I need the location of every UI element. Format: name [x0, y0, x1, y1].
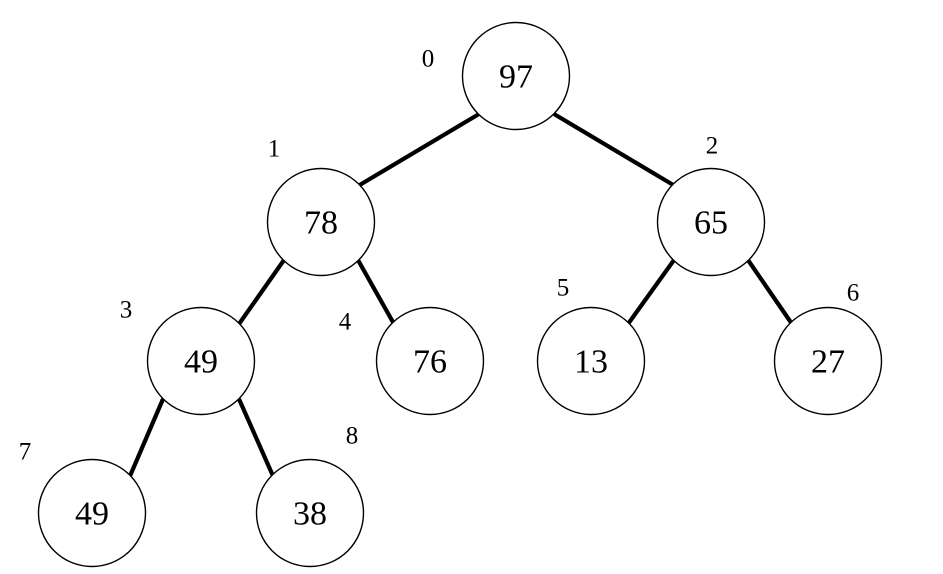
node-circle-0[interactable]	[461, 21, 571, 131]
tree-nodes-group: 97 0 78 1 65 2 49 3 76 4 13 5 27 6 49 7 38 8	[19, 21, 883, 568]
tree-edge-0-1	[356, 112, 481, 188]
node-value-8: 38	[293, 496, 327, 533]
tree-node-6[interactable]: 27 6	[773, 280, 883, 416]
tree-node-0[interactable]: 97 0	[422, 21, 571, 131]
tree-node-2[interactable]: 65 2	[656, 133, 766, 277]
node-circle-7[interactable]	[37, 458, 147, 568]
node-value-3: 49	[184, 344, 218, 381]
tree-node-3[interactable]: 49 3	[120, 297, 256, 416]
node-value-5: 13	[574, 344, 608, 381]
node-index-label-3: 3	[120, 297, 133, 324]
node-index-label-8: 8	[346, 423, 359, 450]
node-circle-3[interactable]	[146, 306, 256, 416]
node-circle-5[interactable]	[536, 306, 646, 416]
node-index-label-0: 0	[422, 46, 435, 73]
tree-edge-1-4	[356, 258, 396, 326]
node-circle-2[interactable]	[656, 167, 766, 277]
node-value-7: 49	[75, 496, 109, 533]
node-index-label-5: 5	[557, 275, 570, 302]
node-circle-8[interactable]	[255, 458, 365, 568]
node-circle-4[interactable]	[375, 306, 485, 416]
node-value-1: 78	[304, 205, 338, 242]
node-circle-1[interactable]	[266, 167, 376, 277]
tree-node-7[interactable]: 49 7	[19, 439, 147, 568]
tree-edge-2-5	[626, 258, 676, 326]
node-index-label-1: 1	[268, 136, 281, 163]
node-index-label-7: 7	[19, 439, 32, 466]
tree-edge-0-2	[552, 112, 677, 188]
tree-node-8[interactable]: 38 8	[255, 423, 365, 568]
node-value-6: 27	[811, 344, 845, 381]
node-value-2: 65	[694, 205, 728, 242]
node-index-label-2: 2	[706, 133, 719, 160]
tree-node-1[interactable]: 78 1	[266, 136, 376, 277]
node-index-label-4: 4	[339, 309, 352, 336]
tree-edge-1-3	[237, 258, 286, 326]
node-value-4: 76	[413, 344, 447, 381]
tree-edge-3-7	[128, 398, 165, 477]
node-circle-6[interactable]	[773, 306, 883, 416]
tree-node-5[interactable]: 13 5	[536, 275, 646, 416]
tree-node-4[interactable]: 76 4	[339, 306, 485, 416]
tree-edges-group	[128, 112, 794, 477]
node-value-0: 97	[499, 59, 533, 96]
tree-edge-2-6	[746, 258, 794, 326]
tree-edge-3-8	[237, 398, 275, 477]
node-index-label-6: 6	[847, 280, 860, 307]
